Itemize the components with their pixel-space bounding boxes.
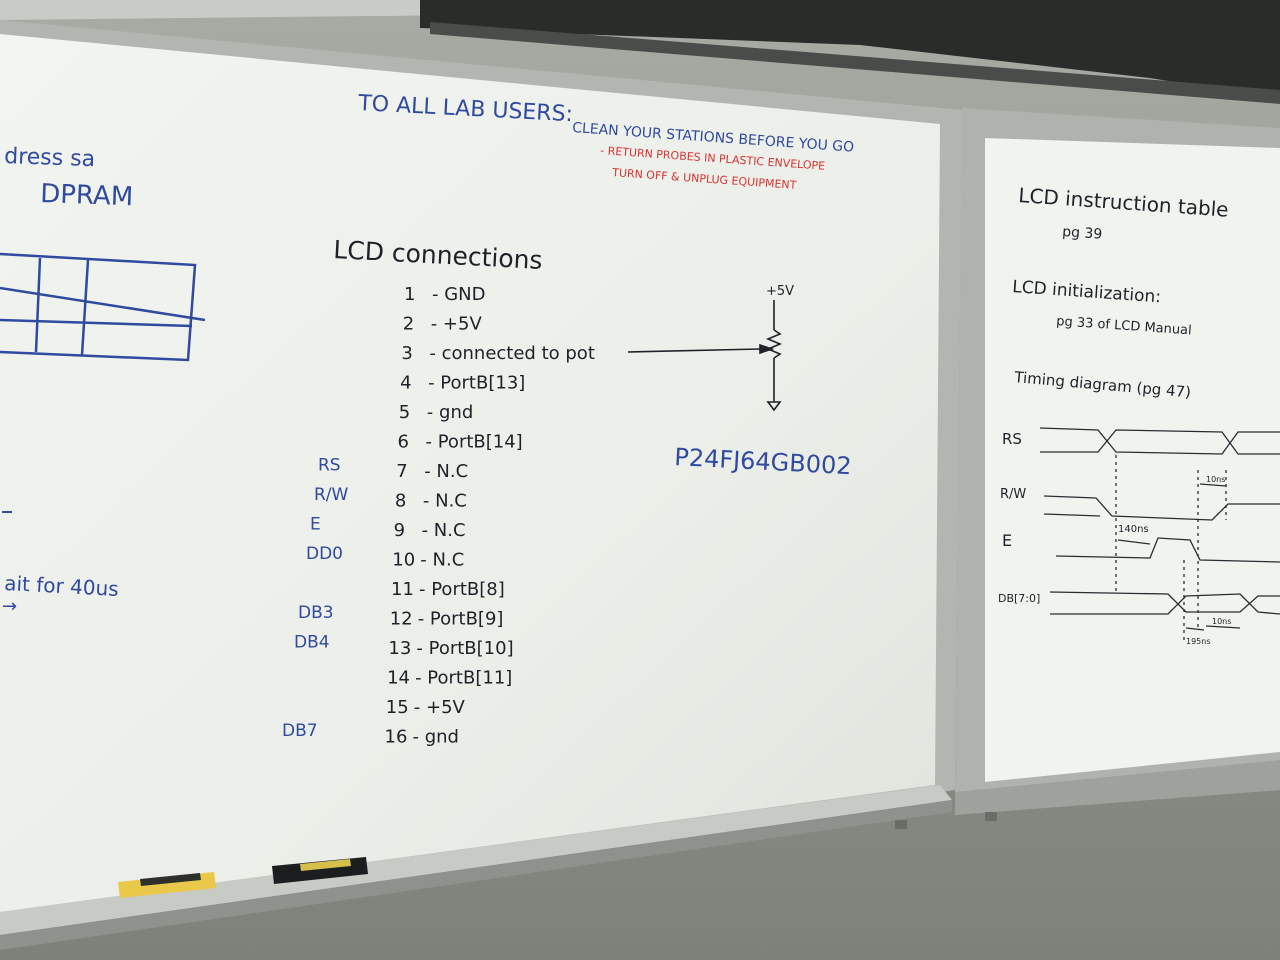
pin-number: 11 [391,579,414,600]
marker-black[interactable] [272,857,368,884]
top-rail [420,0,1280,100]
pin-signal-label: RS [318,456,341,476]
instruction-table-page: pg 39 [1062,224,1103,243]
pin-description: - PortB[14] [426,432,523,453]
pin-row: 14- PortB[11] [387,668,512,689]
pin-row: 4 - PortB[13] RS [318,373,525,476]
pin-description: - PortB[8] [419,579,505,600]
pin-signal-label: DB7 [282,721,318,741]
left-notes: dress sa DPRAM ait for 40us → [0,144,206,617]
marker-yellow[interactable] [118,872,216,898]
pin-number: 9 [394,520,405,541]
pin-row: 1 - GND [404,284,486,305]
pin-signal-label: DB4 [294,633,330,653]
pin-description: - connected to pot [429,343,594,364]
pin-number: 15 [386,697,409,718]
signal-e: E [1002,531,1012,550]
signal-db: DB[7:0] [998,592,1040,605]
pin-number: 7 [396,461,407,482]
pin-description: - N.C [420,550,464,571]
pin-description: - gnd [413,727,459,748]
board-clip-icon [985,812,997,821]
pin-signal-label: R/W [314,485,349,505]
pin-number: 6 [398,432,409,453]
arrow-icon: → [2,596,17,617]
pin-number: 2 [403,314,414,335]
pin-signal-label: DB3 [298,603,334,623]
timing-label-t4: 10ns [1212,617,1231,626]
pin-row: 12- PortB[9] [390,609,504,630]
pin-row: 9 - N.C DB3 [298,520,466,623]
dpram-label: DPRAM [40,179,134,212]
address-label: dress sa [4,144,96,172]
timing-diagram: RS R/W E DB[7:0] 10ns 140ns 195ns 10ns [998,427,1280,646]
pin-description: - +5V [414,697,466,718]
pin-number: 14 [387,668,410,689]
pin-row: 6 - PortB[14] E [310,432,523,535]
pin-signal-label: E [310,515,321,535]
pin-row: 15- +5V [386,697,466,718]
wait-label: ait for 40us [4,571,120,601]
pin-row: 2 - +5V [403,314,483,335]
pot-supply-label: +5V [766,284,794,299]
pin-number: 10 [392,550,415,571]
right-whiteboard [985,138,1280,782]
timing-label-t1: 10ns [1206,475,1225,484]
pin-description: - N.C [424,461,468,482]
pin-row: 7 - N.C DD0 [306,461,468,564]
pin-description: - PortB[10] [416,638,513,659]
pin-number: 5 [399,402,410,423]
timing-label-t3: 195ns [1186,637,1211,646]
marker-tray [0,785,952,935]
pin-description: - PortB[9] [418,609,504,630]
pin-description: - GND [432,284,486,305]
board-clip-icon [895,820,907,829]
pin-row: 11- PortB[8] [391,579,505,600]
left-whiteboard [0,34,940,912]
pin-row: 3 - connected to pot [401,343,594,364]
pin-row: 8 - N.C [395,491,467,512]
pin-description: - gnd [427,402,473,423]
timing-label-t2: 140ns [1118,524,1149,535]
signal-rs: RS [1002,430,1022,448]
memory-grid [0,252,206,362]
pin-description: - N.C [422,520,466,541]
pin-row: 13- PortB[10] DB7 [282,638,514,741]
pin-number: 4 [400,373,411,394]
pin-description: - PortB[13] [428,373,525,394]
pin-row: 16- gnd [385,727,459,748]
pin-number: 13 [388,638,411,659]
pin-list: 1 - GND 2 - +5V 3 - connected to pot 4 - PortB[… [282,284,595,748]
pin-description: - PortB[11] [415,668,512,689]
pin-number: 1 [404,284,415,305]
pin-description: - +5V [431,314,483,335]
pin-number: 3 [401,343,412,364]
signal-rw: R/W [1000,487,1026,502]
pin-number: 12 [390,609,413,630]
potentiometer-schematic [627,300,783,412]
pin-description: - N.C [423,491,467,512]
pin-number: 16 [385,727,408,748]
pin-row: 10- N.C DB4 [294,550,464,653]
pin-signal-label: DD0 [306,544,343,564]
pin-number: 8 [395,491,406,512]
